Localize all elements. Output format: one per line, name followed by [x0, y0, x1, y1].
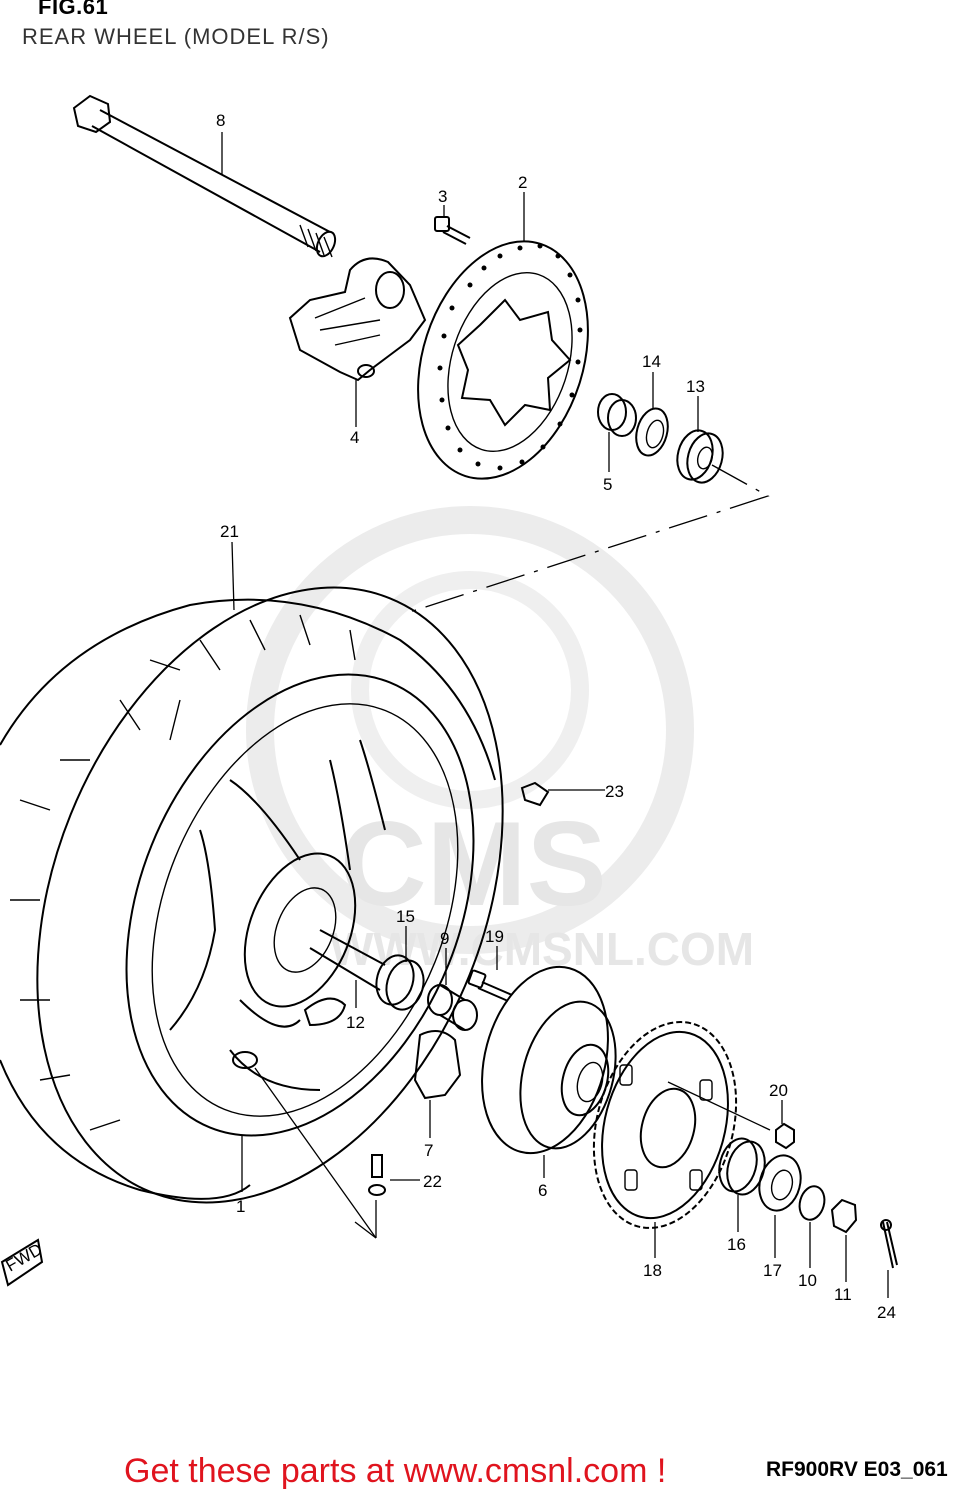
callout-12: 12: [346, 1013, 365, 1032]
callout-23: 23: [605, 782, 624, 801]
part-spacer: [597, 393, 637, 437]
callout-16: 16: [727, 1235, 746, 1254]
part-rear-wheel: [125, 673, 475, 1137]
part-bearing: [676, 429, 724, 484]
part-rim-insert: [303, 997, 347, 1027]
leader-lines: [221, 132, 889, 1298]
callout-14: 14: [642, 352, 661, 371]
callout-8: 8: [216, 111, 225, 130]
callout-5: 5: [603, 475, 612, 494]
callout-21: 21: [220, 522, 239, 541]
part-wheel-bearing: [309, 929, 425, 1011]
part-axle-nut: [830, 1198, 858, 1234]
part-balance-weight: [520, 781, 550, 807]
callout-labels: 1 2 3 4 5 6 7 8 9 10 11 12 13 14 15 16 1…: [216, 111, 896, 1322]
part-caliper-bracket: [288, 257, 427, 382]
diagram-code: RF900RV E03_061: [766, 1458, 948, 1481]
callout-11: 11: [834, 1285, 852, 1304]
part-axle: [72, 94, 337, 258]
part-spacer-9: [427, 984, 478, 1031]
callout-24: 24: [877, 1303, 896, 1322]
forward-arrow: FWD: [0, 1238, 46, 1287]
part-sprocket: [592, 1021, 738, 1229]
callout-1: 1: [236, 1197, 245, 1216]
promo-banner-link[interactable]: Get these parts at www.cmsnl.com !: [124, 1452, 667, 1490]
part-cotter-pin: [880, 1219, 898, 1269]
callout-4: 4: [350, 428, 359, 447]
callout-2: 2: [518, 173, 527, 192]
part-axle-washer: [798, 1185, 826, 1221]
callout-6: 6: [538, 1181, 547, 1200]
part-oil-seal: [635, 407, 669, 457]
callout-20: 20: [769, 1081, 788, 1100]
callout-17: 17: [763, 1261, 782, 1280]
callout-13: 13: [686, 377, 705, 396]
watermark-url: WWW.CMSNL.COM: [330, 923, 754, 975]
callout-9: 9: [440, 929, 449, 948]
callout-18: 18: [643, 1261, 662, 1280]
callout-15: 15: [396, 907, 415, 926]
figure-title: REAR WHEEL (MODEL R/S): [22, 24, 330, 49]
part-brake-disc: [417, 240, 589, 480]
part-sprocket-nut: [775, 1122, 795, 1150]
part-cush-damper: [413, 1030, 462, 1100]
part-drum-seal: [758, 1154, 802, 1212]
part-disc-bolt: [434, 216, 471, 245]
callout-22: 22: [423, 1172, 442, 1191]
part-sprocket-mount-bolt: [467, 969, 513, 1002]
callout-7: 7: [424, 1141, 433, 1160]
figure-label: FIG.61: [38, 0, 109, 19]
callout-10: 10: [798, 1271, 817, 1290]
callout-3: 3: [438, 187, 447, 206]
forward-arrow-label: FWD: [3, 1240, 46, 1276]
callout-19: 19: [485, 927, 504, 946]
part-tire: [0, 586, 504, 1204]
part-valve: [368, 1154, 386, 1196]
